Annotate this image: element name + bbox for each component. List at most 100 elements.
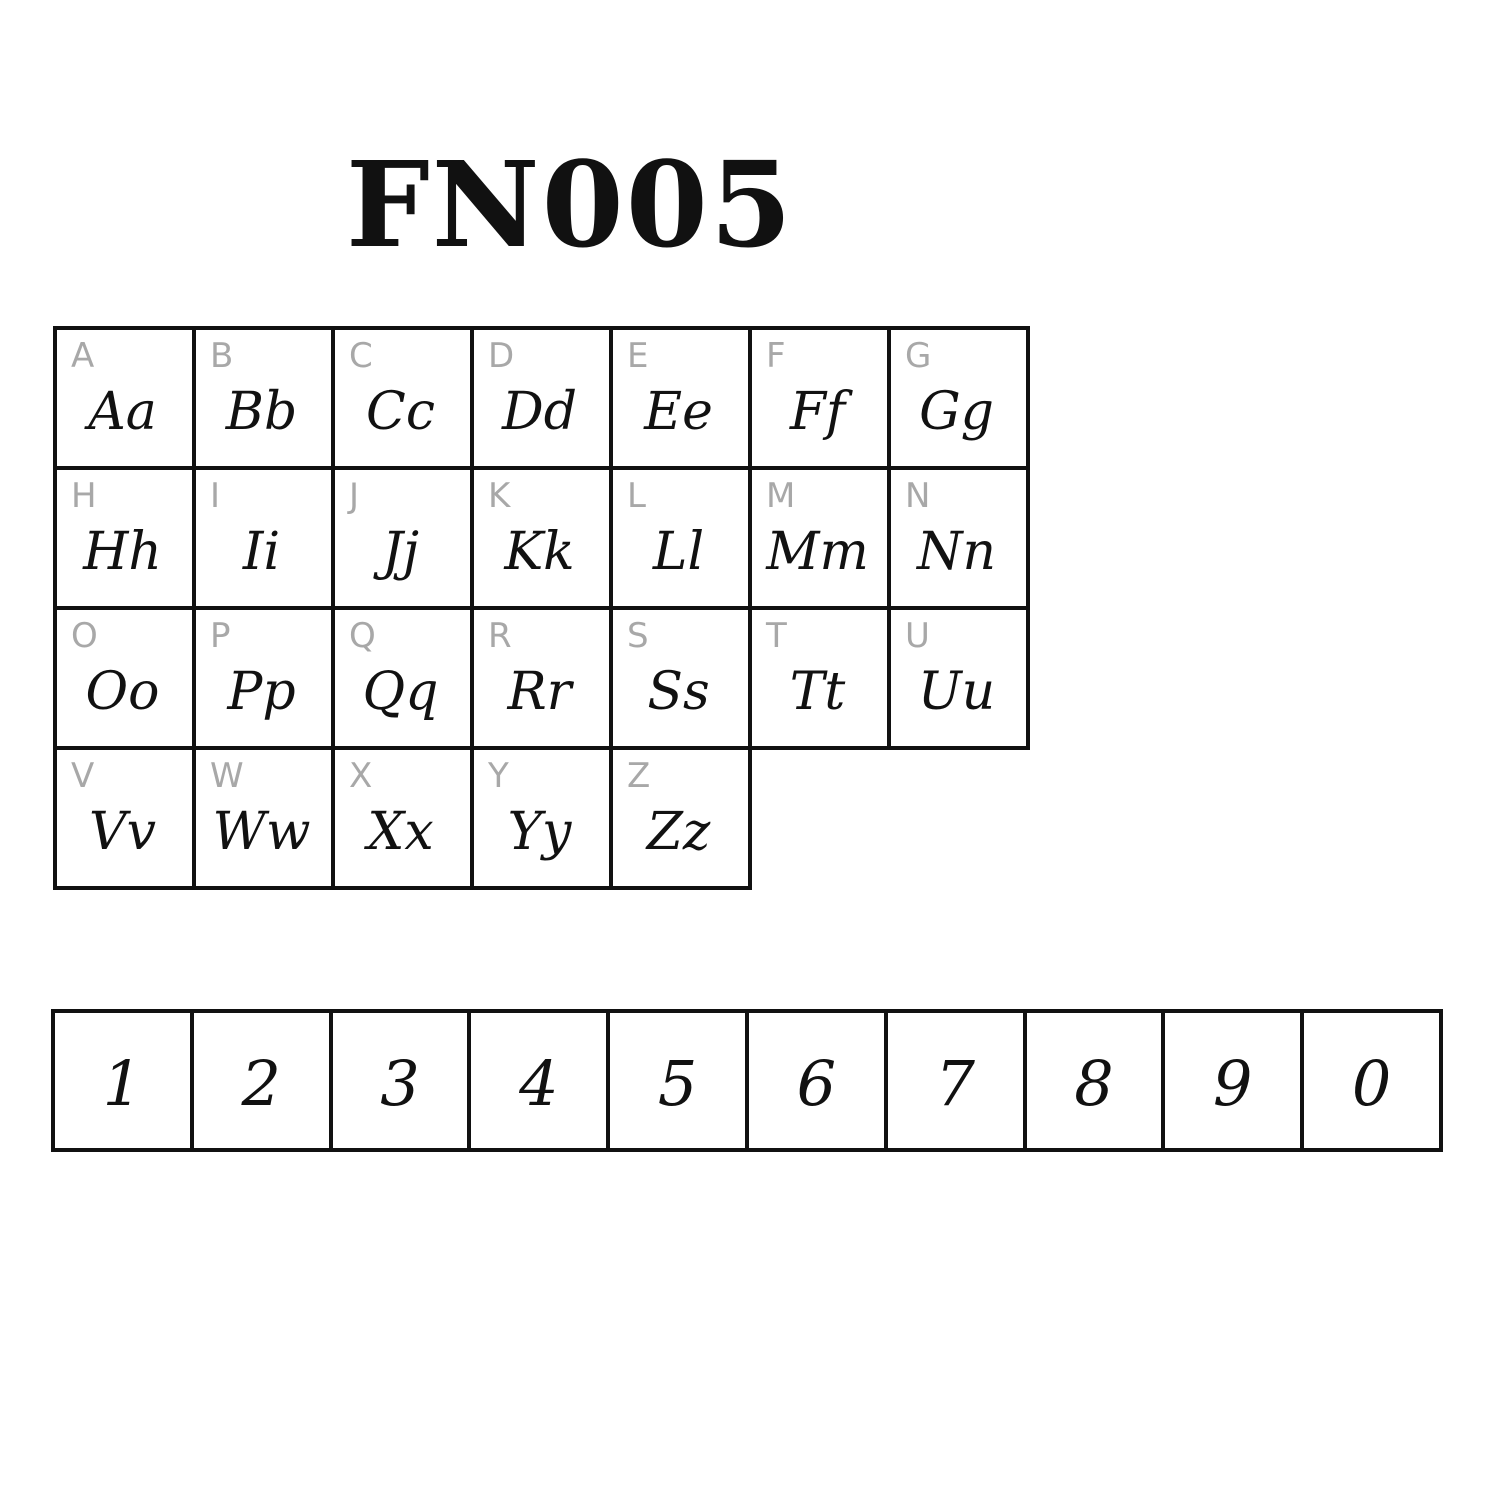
script-sample: Oo (85, 662, 160, 722)
script-sample: Dd (502, 382, 577, 442)
letter-label: R (488, 616, 512, 656)
script-sample: Tt (789, 662, 846, 722)
letter-cell-h: H Hh (57, 470, 196, 610)
letter-label: M (766, 476, 796, 516)
letter-label: J (349, 476, 360, 516)
digit-sample: 0 (1351, 1047, 1392, 1120)
script-sample: Nn (917, 522, 996, 582)
digit-cell-8: 8 (1026, 1013, 1166, 1152)
digits-row: 1 2 3 4 5 6 7 8 9 0 (51, 1009, 1443, 1152)
digit-cell-4: 4 (471, 1013, 611, 1152)
digit-cell-5: 5 (610, 1013, 749, 1152)
digit-sample: 6 (796, 1047, 837, 1120)
script-sample: Yy (507, 802, 572, 862)
script-sample: Ss (647, 662, 710, 722)
letter-cell-q: Q Qq (335, 610, 474, 750)
digit-cell-7: 7 (887, 1013, 1027, 1152)
empty-cell (891, 750, 1030, 890)
letter-label: X (349, 756, 373, 796)
letter-label: G (905, 336, 932, 376)
empty-cell (752, 750, 891, 890)
script-sample: Uu (917, 662, 996, 722)
digit-cell-6: 6 (748, 1013, 888, 1152)
letter-label: K (488, 476, 511, 516)
script-sample: Gg (919, 382, 994, 442)
digit-sample: 7 (935, 1047, 975, 1120)
digit-cell-1: 1 (55, 1013, 194, 1152)
letter-label: T (766, 616, 787, 656)
digit-cell-0: 0 (1304, 1013, 1443, 1152)
letter-cell-x: X Xx (335, 750, 474, 890)
script-sample: Jj (382, 522, 419, 582)
letter-cell-u: U Uu (891, 610, 1030, 750)
letter-label: S (627, 616, 649, 656)
letter-cell-e: E Ee (613, 330, 752, 470)
digit-sample: 3 (380, 1047, 420, 1120)
letter-label: H (71, 476, 97, 516)
letter-cell-b: B Bb (196, 330, 335, 470)
script-sample: Xx (367, 802, 434, 862)
script-sample: Qq (362, 662, 439, 722)
letter-cell-n: N Nn (891, 470, 1030, 610)
letter-cell-z: Z Zz (613, 750, 752, 890)
digit-sample: 9 (1213, 1047, 1253, 1120)
script-sample: Ll (652, 522, 705, 582)
letter-cell-j: J Jj (335, 470, 474, 610)
letter-label: C (349, 336, 373, 376)
letter-cell-s: S Ss (613, 610, 752, 750)
letter-label: E (627, 336, 649, 376)
letter-cell-y: Y Yy (474, 750, 613, 890)
digit-cell-3: 3 (332, 1013, 472, 1152)
script-sample: Bb (225, 382, 298, 442)
script-sample: Kk (504, 522, 575, 582)
digit-cell-2: 2 (193, 1013, 333, 1152)
letter-label: V (71, 756, 95, 796)
letter-label: U (905, 616, 930, 656)
letter-cell-v: V Vv (57, 750, 196, 890)
letter-label: O (71, 616, 98, 656)
digit-sample: 2 (241, 1047, 281, 1120)
font-code-title: FN005 (346, 135, 794, 274)
letter-cell-m: M Mm (752, 470, 891, 610)
letter-label: I (210, 476, 221, 516)
script-sample: Pp (227, 662, 296, 722)
digit-sample: 4 (519, 1047, 559, 1120)
letter-cell-a: A Aa (57, 330, 196, 470)
letter-cell-o: O Oo (57, 610, 196, 750)
letter-cell-d: D Dd (474, 330, 613, 470)
letter-cell-k: K Kk (474, 470, 613, 610)
script-sample: Ee (644, 382, 713, 442)
letter-cell-g: G Gg (891, 330, 1030, 470)
digit-sample: 1 (102, 1047, 143, 1120)
digit-cell-9: 9 (1165, 1013, 1305, 1152)
script-sample: Vv (89, 802, 156, 862)
letter-label: N (905, 476, 931, 516)
script-sample: Ii (242, 522, 281, 582)
script-sample: Zz (646, 802, 711, 862)
letter-cell-p: P Pp (196, 610, 335, 750)
letter-label: A (71, 336, 95, 376)
script-sample: Mm (766, 522, 869, 582)
letter-label: D (488, 336, 515, 376)
digit-sample: 8 (1074, 1047, 1114, 1120)
letter-label: F (766, 336, 786, 376)
script-sample: Aa (88, 382, 157, 442)
digit-sample: 5 (657, 1047, 698, 1120)
letter-label: L (627, 476, 646, 516)
letter-label: Q (349, 616, 376, 656)
letter-label: W (210, 756, 244, 796)
script-sample: Ff (789, 382, 846, 442)
letter-label: Z (627, 756, 651, 796)
letter-cell-w: W Ww (196, 750, 335, 890)
letter-label: P (210, 616, 231, 656)
letter-label: B (210, 336, 234, 376)
script-sample: Ww (212, 802, 311, 862)
script-sample: Hh (83, 522, 162, 582)
letter-label: Y (488, 756, 509, 796)
